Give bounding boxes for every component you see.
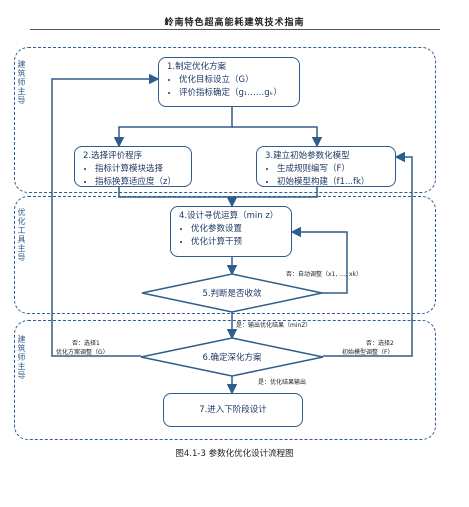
arrow-6-to-3: [323, 151, 413, 357]
arrow-6-to-1: [51, 73, 160, 357]
step1-item: 评价指标确定（g₁……gₖ）: [179, 87, 291, 100]
step2-item: 指标计算模块选择: [95, 163, 183, 176]
step1-title: 1.制定优化方案: [167, 62, 227, 72]
step3-title: 3.建立初始参数化模型: [265, 151, 350, 161]
zone-label-top: 建筑师主导: [17, 60, 26, 105]
step2-title: 2.选择评价程序: [83, 151, 143, 161]
figure-caption: 图4.1-3 参数化优化设计流程图: [175, 449, 294, 459]
step3-item: 初始模型构建（f1...fk）: [277, 176, 387, 189]
decision-final-diamond: [140, 337, 324, 377]
zone-architect-bottom: [14, 320, 436, 440]
step7-box: 7.进入下阶段设计: [163, 393, 303, 427]
note-no-choice2-a: 否：选择2: [366, 340, 394, 347]
step6-label: 6.确定深化方案: [202, 353, 262, 363]
step3-box: 3.建立初始参数化模型 生成规则编写（F） 初始模型构建（f1...fk）: [256, 146, 396, 187]
page-header: 岭南特色超高能耗建筑技术指南: [164, 18, 305, 28]
step7-title: 7.进入下阶段设计: [199, 405, 267, 415]
header-rule: [30, 29, 440, 30]
note-yes-output: 是：输出优化结果（minZ）: [236, 322, 312, 329]
step4-item: 优化计算干预: [191, 236, 283, 249]
zone-label-middle: 优化工具主导: [17, 208, 26, 262]
zone-label-bottom: 建筑师主导: [17, 335, 26, 380]
note-no-choice1-a: 否：选择1: [72, 340, 100, 347]
arrow-1-to-2: [113, 106, 233, 148]
note-no-choice1-b: 优化方案调整（G）: [56, 349, 109, 356]
arrow-5-loop-to-4: [290, 226, 348, 294]
zone-architect-top: [14, 47, 436, 193]
arrow-3-to-4: [232, 186, 318, 198]
arrow-2-to-4: [118, 186, 238, 208]
decision-converge-diamond: [141, 273, 323, 313]
note-yes-final: 是：优化结果输出: [258, 379, 307, 386]
step5-label: 5.判断是否收敛: [202, 289, 262, 299]
step3-item: 生成规则编写（F）: [277, 163, 387, 176]
arrow-1-to-3: [232, 126, 323, 148]
step1-item: 优化目标设立（G）: [179, 74, 291, 87]
step4-title: 4.设计寻优运算（min z）: [179, 211, 279, 221]
step4-box: 4.设计寻优运算（min z） 优化参数设置 优化计算干预: [170, 206, 292, 257]
step2-box: 2.选择评价程序 指标计算模块选择 指标换算适应度（z）: [74, 146, 192, 187]
step2-item: 指标换算适应度（z）: [95, 176, 183, 189]
step1-box: 1.制定优化方案 优化目标设立（G） 评价指标确定（g₁……gₖ）: [158, 57, 300, 107]
note-no-auto: 否：自动调整（x1, …, xk）: [286, 271, 363, 278]
step4-item: 优化参数设置: [191, 223, 283, 236]
note-no-choice2-b: 初始模型调整（F）: [342, 349, 394, 356]
